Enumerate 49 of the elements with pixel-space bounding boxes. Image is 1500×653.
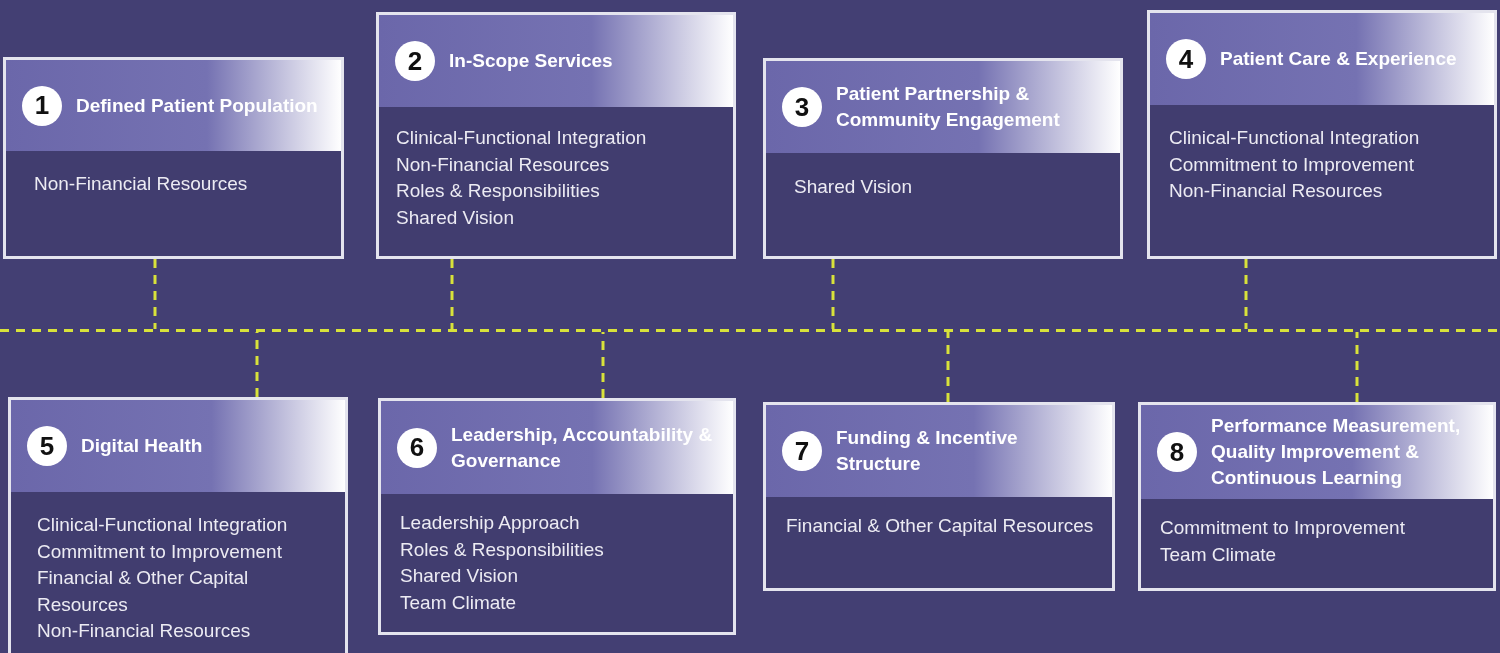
dashed-connector bbox=[255, 332, 259, 397]
number-badge: 1 bbox=[22, 85, 62, 126]
category-card bbox=[376, 12, 736, 259]
number-badge: 6 bbox=[397, 427, 437, 468]
list-item: Shared Vision bbox=[400, 564, 519, 588]
number-badge: 5 bbox=[27, 426, 67, 466]
dashed-connector bbox=[450, 259, 454, 329]
dashed-connector bbox=[831, 259, 835, 329]
category-card bbox=[1147, 10, 1497, 259]
category-card bbox=[763, 402, 1115, 591]
list-item: Commitment to Improvement bbox=[37, 539, 283, 564]
list-item: Commitment to Improvement bbox=[1169, 152, 1415, 177]
category-card bbox=[3, 57, 344, 259]
card-title: Funding & Incentive Structure bbox=[836, 426, 1019, 476]
list-item: Team Climate bbox=[400, 590, 518, 615]
dashed-connector bbox=[1244, 259, 1248, 329]
dashed-connector bbox=[153, 259, 157, 329]
list-item: Shared Vision bbox=[396, 205, 515, 230]
list-item: Non-Financial Resources bbox=[396, 152, 611, 177]
number-badge: 3 bbox=[782, 87, 822, 127]
number-badge: 4 bbox=[1166, 39, 1206, 79]
list-item: Commitment to Improvement bbox=[1160, 516, 1406, 540]
list-item: Shared Vision bbox=[794, 175, 913, 199]
list-item: Roles & Responsibilities bbox=[396, 179, 601, 203]
dashed-connector bbox=[946, 332, 950, 402]
card-title: Digital Health bbox=[81, 434, 203, 458]
number-badge: 7 bbox=[782, 431, 822, 471]
category-card bbox=[8, 397, 348, 653]
dashed-connector bbox=[601, 332, 605, 398]
list-item: Team Climate bbox=[1160, 542, 1278, 567]
list-item: Financial & Other Capital Resources bbox=[786, 514, 1095, 538]
dashed-connector bbox=[1355, 332, 1359, 402]
category-card bbox=[1138, 402, 1496, 591]
list-item: Roles & Responsibilities bbox=[400, 537, 605, 562]
card-title: In-Scope Services bbox=[449, 49, 613, 73]
list-item: Clinical-Functional Integration bbox=[396, 126, 648, 150]
list-item: Non-Financial Resources bbox=[37, 619, 252, 643]
list-item: Financial & Other Capital Resources bbox=[37, 566, 250, 617]
category-card bbox=[378, 398, 736, 635]
number-badge: 2 bbox=[395, 41, 435, 81]
category-card bbox=[763, 58, 1123, 259]
list-item: Non-Financial Resources bbox=[1169, 179, 1384, 203]
dashed-timeline bbox=[0, 329, 1500, 332]
card-title: Patient Partnership & Community Engagement bbox=[836, 82, 1061, 132]
list-item: Non-Financial Resources bbox=[34, 172, 249, 196]
list-item: Clinical-Functional Integration bbox=[37, 513, 289, 537]
list-item: Leadership Approach bbox=[400, 511, 581, 535]
number-badge: 8 bbox=[1157, 432, 1197, 472]
list-item: Clinical-Functional Integration bbox=[1169, 126, 1421, 150]
